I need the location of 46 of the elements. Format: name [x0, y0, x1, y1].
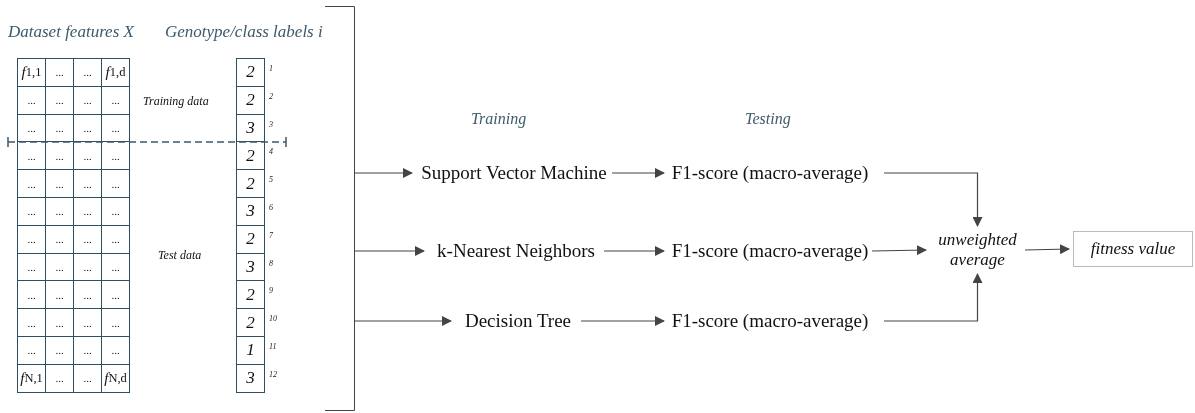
classifier-label: Support Vector Machine: [416, 160, 612, 186]
arrow: [883, 172, 983, 227]
row-number: 1: [269, 64, 273, 73]
row-number: 5: [269, 175, 273, 185]
row-number: 11: [269, 342, 277, 351]
row-number: 12: [269, 369, 277, 379]
classifier-label: Decision Tree: [455, 308, 581, 334]
bracket-shape: [325, 6, 355, 411]
stage-heading: Testing: [745, 110, 791, 128]
column-heading: Dataset features X: [8, 22, 134, 42]
class-label-cell: 2: [236, 58, 265, 87]
column-heading: Genotype/class labels i: [165, 22, 323, 42]
row-number: 6: [269, 203, 273, 212]
row-number: 4: [269, 147, 273, 157]
row-number: 7: [269, 230, 273, 240]
metric-label: F1-score (macro-average): [668, 160, 872, 186]
class-label-cell: 3: [236, 363, 265, 393]
arrow: [611, 168, 665, 178]
arrow: [883, 273, 983, 322]
arrow: [580, 316, 665, 326]
arrow: [871, 245, 927, 256]
stage-heading: Training: [471, 110, 527, 128]
arrow: [354, 246, 425, 256]
class-label-cell: 3: [236, 197, 265, 226]
arrow: [354, 168, 413, 178]
row-number: 3: [269, 119, 273, 129]
metric-label: F1-score (macro-average): [668, 308, 872, 334]
result-box: fitness value: [1073, 231, 1193, 267]
class-label-cell: 2: [236, 169, 265, 198]
row-number: 10: [269, 314, 277, 324]
class-label-cell: 2: [236, 85, 265, 115]
row-number: 2: [269, 91, 273, 101]
average-label: unweighted average: [930, 228, 1025, 272]
class-label-cell: 2: [236, 224, 265, 254]
class-label-cell: 2: [236, 308, 265, 337]
class-label-cell: 2: [236, 280, 265, 310]
row-number: 8: [269, 258, 273, 268]
data-split-label: Test data: [158, 248, 202, 263]
classifier-label: k-Nearest Neighbors: [428, 238, 604, 264]
data-split-label: Training data: [143, 94, 209, 109]
metric-label: F1-score (macro-average): [668, 238, 872, 264]
row-number: 9: [269, 286, 273, 296]
arrow: [603, 246, 665, 256]
arrow: [354, 316, 452, 326]
arrow: [1024, 244, 1070, 255]
class-label-cell: 1: [236, 335, 265, 365]
